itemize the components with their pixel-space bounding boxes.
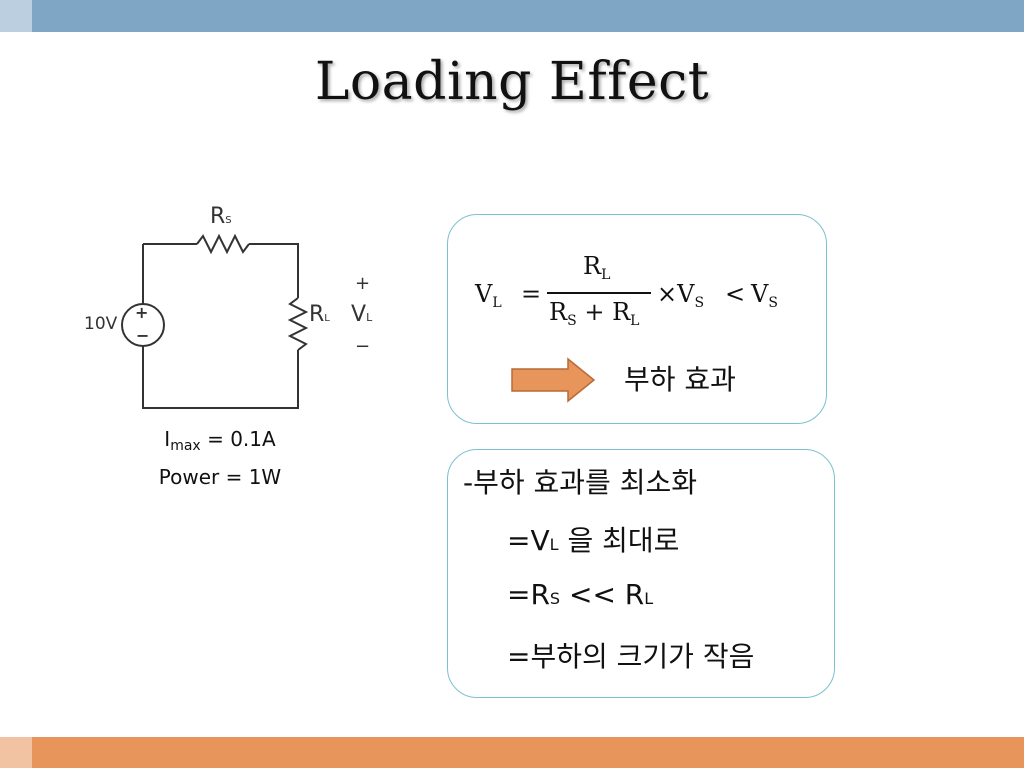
bottom-accent-bar <box>0 737 1024 768</box>
resistor-rl <box>287 297 309 351</box>
voltage-source <box>121 303 165 347</box>
formula-vs: VS <box>751 280 778 311</box>
vl-minus-sign: − <box>355 336 371 357</box>
bullet-maximize-vl: =VL 을 최대로 <box>507 524 680 557</box>
top-accent-bar <box>0 0 1024 32</box>
source-minus-sign: − <box>136 326 150 345</box>
imax-spec: Imax = 0.1A <box>164 427 276 454</box>
wire-top-right <box>249 243 299 298</box>
slide-title: Loading Effect <box>314 52 710 112</box>
bottom-accent-cap <box>0 737 32 768</box>
top-accent-cap <box>0 0 32 32</box>
rl-label: RL <box>309 302 330 327</box>
formula-denominator: RS + RL <box>549 298 640 329</box>
bullet-rs-ll-rl: =RS << RL <box>507 578 654 611</box>
bullet-minimize: -부하 효과를 최소화 <box>463 466 697 499</box>
source-plus-sign: + <box>135 303 149 322</box>
right-arrow-icon <box>511 357 596 403</box>
power-spec: Power = 1W <box>158 465 282 489</box>
formula-less-than: < <box>725 280 746 308</box>
rs-label: RS <box>210 204 232 229</box>
loading-effect-label: 부하 효과 <box>624 363 736 396</box>
bullet-small-load: =부하의 크기가 작음 <box>507 640 755 673</box>
formula-fraction-bar <box>547 292 651 294</box>
vl-label: VL <box>351 302 373 327</box>
formula-equals: = <box>521 280 542 308</box>
formula-box <box>447 214 827 424</box>
formula-times-vs: ×VS <box>657 280 705 311</box>
resistor-rs <box>196 233 250 255</box>
formula-lhs: VL <box>475 280 502 311</box>
bullets-box <box>447 449 835 698</box>
vl-plus-sign: + <box>355 273 371 294</box>
wire-right-bottom <box>142 346 299 409</box>
formula-numerator: RL <box>583 252 611 283</box>
source-voltage-label: 10V <box>84 314 118 334</box>
